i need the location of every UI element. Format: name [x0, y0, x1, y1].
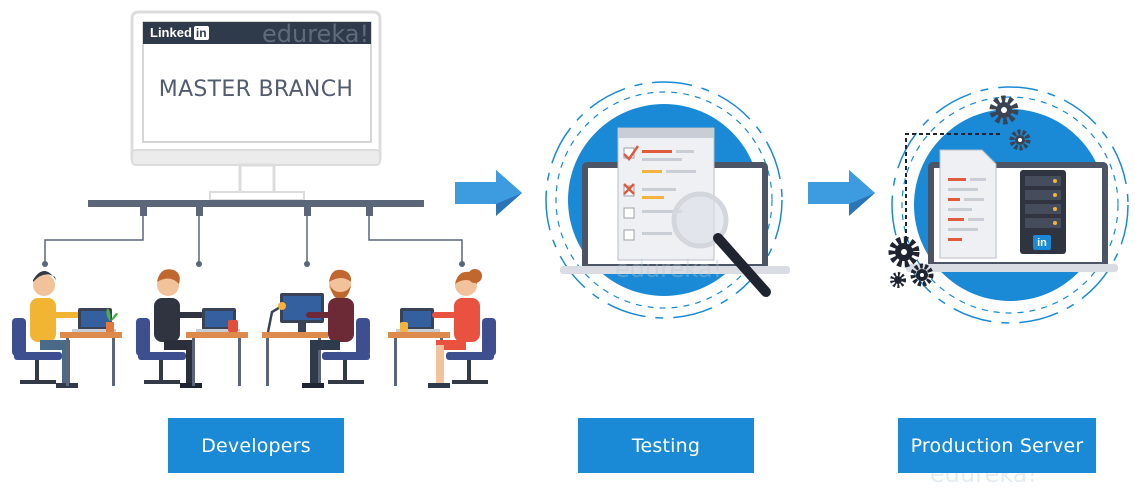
gear-icon: [910, 263, 934, 287]
server-linkedin-badge: in: [1033, 235, 1051, 250]
brand-text: Linked: [150, 25, 192, 40]
linkedin-icon: in: [193, 25, 209, 40]
developer-1: [12, 271, 122, 388]
gear-icon: [1009, 129, 1031, 151]
master-branch-title: MASTER BRANCH: [158, 77, 354, 102]
gear-icon: [989, 95, 1019, 125]
watermark: edureka!: [262, 20, 370, 48]
linkedin-logo: Linked in: [150, 25, 209, 40]
server-icon: [1020, 170, 1066, 254]
arrow-icon: [808, 170, 875, 216]
developer-4: [388, 269, 496, 388]
developer-2: [136, 269, 248, 388]
stage-label-developers: Developers: [168, 418, 344, 473]
arrow-icon: [455, 170, 522, 216]
master-monitor: [130, 10, 382, 201]
gear-icon: [890, 272, 906, 288]
stage-label-testing: Testing: [578, 418, 754, 473]
check-icon: [623, 145, 640, 161]
gear-icon: [888, 236, 920, 268]
cross-icon: [623, 183, 635, 195]
testing-illustration: [545, 81, 790, 319]
network-bus: [42, 200, 465, 267]
watermark: edureka!: [615, 255, 723, 283]
stage-label-production-server: Production Server: [898, 418, 1096, 473]
production-illustration: [888, 86, 1129, 324]
developer-3: [262, 269, 370, 388]
magnifier-icon: [671, 191, 771, 297]
